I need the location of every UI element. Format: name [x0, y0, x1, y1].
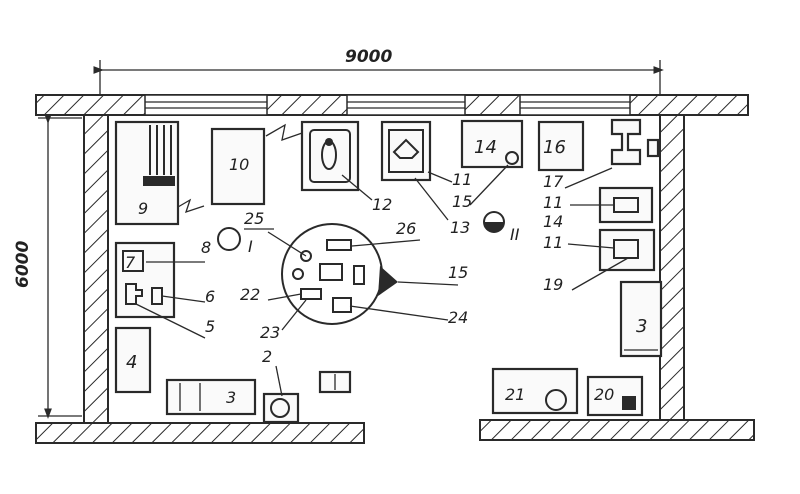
round-table: 26 15 24 22 23: [240, 219, 468, 342]
window-1: [144, 94, 268, 116]
label-3-left: 3: [226, 388, 236, 407]
label-10: 10: [229, 155, 249, 174]
label-21: 21: [505, 385, 525, 404]
label-6: 6: [205, 287, 215, 306]
equipment-16: 16: [537, 120, 585, 172]
equipment-12: 12: [300, 120, 392, 214]
width-label: 9000: [345, 47, 392, 67]
height-label: 6000: [13, 241, 33, 288]
label-26: 26: [396, 219, 416, 238]
label-16: 16: [543, 137, 566, 158]
label-19: 19: [543, 275, 563, 294]
equipment-20: 20: [586, 375, 644, 417]
label-11-a: 11: [452, 170, 472, 189]
equipment-17: 17: [543, 118, 660, 191]
equipment-14: 14: [460, 119, 524, 206]
bottom-wall-right: [479, 419, 755, 441]
roman-two: II: [510, 225, 520, 244]
label-5: 5: [205, 317, 215, 336]
label-14-box: 14: [474, 137, 497, 158]
label-20: 20: [594, 385, 614, 404]
equipment-10: 10: [210, 127, 266, 206]
equipment-3-left: 3: [165, 378, 257, 416]
label-24: 24: [448, 308, 468, 327]
equipment-19: 11 19: [543, 228, 656, 294]
equipment-7: 7 6 5: [114, 241, 215, 339]
label-15: 15: [448, 263, 468, 282]
label-7: 7: [125, 253, 136, 272]
label-23: 23: [260, 323, 280, 342]
label-13: 13: [450, 218, 470, 237]
label-9: 9: [138, 199, 148, 218]
window-3: [519, 94, 631, 116]
equipment-21: 21: [491, 367, 579, 415]
roman-one: I: [248, 237, 253, 256]
dimension-width: 9000: [93, 47, 664, 110]
label-12: 12: [372, 195, 392, 214]
equipment-8: 8 25 I: [201, 209, 307, 257]
label-17: 17: [543, 172, 564, 191]
label-8: 8: [201, 238, 211, 257]
label-15-box: 15: [452, 192, 472, 211]
equipment-14-right: 11 14: [543, 186, 654, 231]
equipment-4: 4: [114, 326, 152, 394]
label-3-right: 3: [636, 316, 647, 337]
label-4: 4: [126, 352, 137, 373]
window-2: [346, 94, 466, 116]
left-wall: [83, 114, 109, 424]
label-11-c: 11: [543, 233, 563, 252]
equipment-9: 9: [114, 120, 205, 226]
small-box: [318, 370, 352, 394]
dimension-height: 6000: [13, 113, 82, 419]
equipment-13: 13: [380, 120, 470, 237]
label-2: 2: [262, 347, 272, 366]
label-25: 25: [244, 209, 264, 228]
equipment-3-right: 3: [619, 280, 663, 358]
walls: [35, 94, 755, 444]
bottom-wall-left: [35, 422, 365, 444]
right-wall: [659, 114, 685, 424]
marker-two: II: [483, 211, 520, 244]
label-14: 14: [543, 212, 563, 231]
label-22: 22: [240, 285, 260, 304]
equipment-2: 2: [262, 347, 300, 424]
label-11-b: 11: [543, 193, 563, 212]
